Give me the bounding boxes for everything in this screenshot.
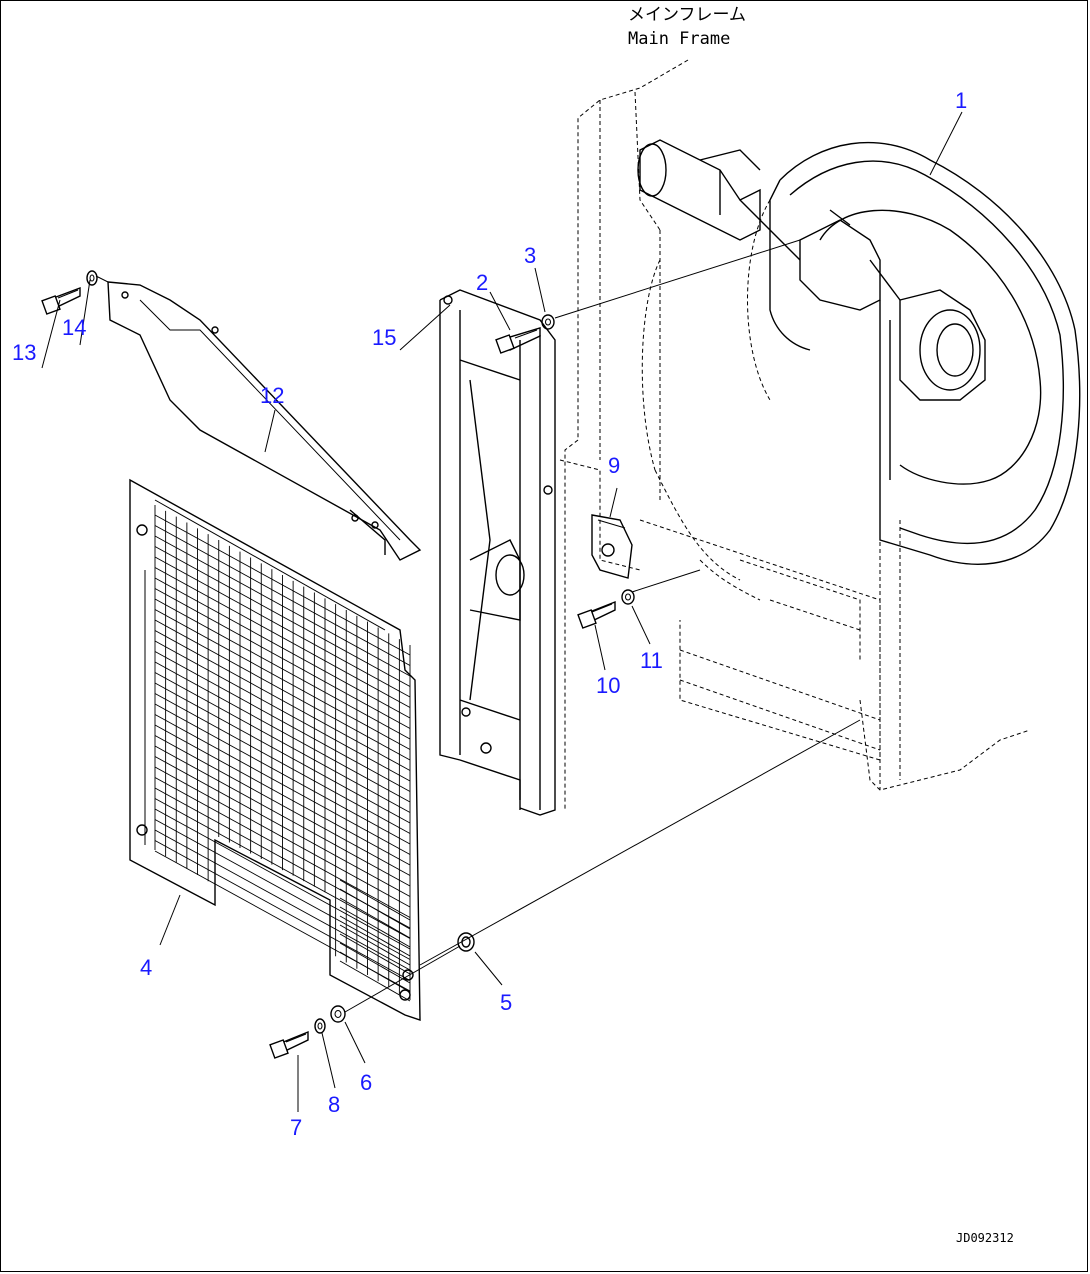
mesh-line xyxy=(339,942,411,984)
mesh-line xyxy=(154,525,411,666)
mesh-line xyxy=(154,745,411,887)
part-9-clip xyxy=(591,514,633,579)
frame-label-en: Main Frame xyxy=(628,29,730,49)
mesh-line xyxy=(154,808,411,950)
callout-14: 14 xyxy=(62,315,86,340)
mesh-line xyxy=(154,735,411,876)
mesh-line xyxy=(339,897,411,939)
mesh-line xyxy=(154,546,411,687)
mesh-line xyxy=(339,906,411,948)
assembly-lines xyxy=(95,239,861,1013)
mesh-line xyxy=(154,640,411,782)
part-11-washer xyxy=(621,589,635,605)
mesh-line xyxy=(154,682,411,824)
mesh-line xyxy=(154,840,411,981)
callouts: 1 2 3 4 5 6 7 8 9 10 11 12 13 14 15 xyxy=(12,88,967,1140)
mesh-line xyxy=(154,630,411,771)
main-frame xyxy=(559,59,1031,810)
mesh-line xyxy=(154,756,411,897)
callout-4: 4 xyxy=(140,955,152,980)
part-3-washer xyxy=(541,314,555,330)
part-1-shroud xyxy=(747,141,1081,565)
callout-1: 1 xyxy=(955,88,967,113)
callout-9: 9 xyxy=(608,453,620,478)
mesh-line xyxy=(154,588,411,729)
mesh-line xyxy=(154,567,411,708)
callout-2: 2 xyxy=(476,270,488,295)
mesh-line xyxy=(154,661,411,803)
callout-10: 10 xyxy=(596,673,620,698)
mesh-line xyxy=(154,714,411,855)
part-12-bracket xyxy=(107,281,422,561)
callout-13: 13 xyxy=(12,340,36,365)
callout-15: 15 xyxy=(372,325,396,350)
mesh-line xyxy=(154,619,411,761)
mesh-line xyxy=(339,924,411,966)
part-8-washer xyxy=(314,1018,326,1034)
mesh-line xyxy=(154,819,411,960)
mesh-line xyxy=(154,609,411,750)
part-4-screen xyxy=(129,478,421,1021)
callout-3: 3 xyxy=(524,243,536,268)
callout-7: 7 xyxy=(290,1115,302,1140)
mesh-line xyxy=(339,915,411,957)
mesh-line xyxy=(154,651,411,792)
mesh-line xyxy=(154,703,411,845)
mesh-line xyxy=(154,535,411,677)
mesh-line xyxy=(154,672,411,813)
part-13-bolt xyxy=(41,286,81,315)
mesh-line xyxy=(154,693,411,834)
mesh-line xyxy=(154,556,411,698)
drawing-code: JD092312 xyxy=(956,1231,1014,1245)
mesh-line xyxy=(154,798,411,939)
mesh-line xyxy=(339,879,411,921)
mesh-line xyxy=(154,514,411,656)
callout-6: 6 xyxy=(360,1070,372,1095)
mesh-line xyxy=(154,829,411,971)
mesh-line xyxy=(339,960,411,1002)
part-15-support xyxy=(439,289,556,816)
part-6-washer xyxy=(330,1005,346,1023)
mesh-line xyxy=(339,888,411,930)
leader-lines xyxy=(41,111,963,1112)
mesh-line xyxy=(154,777,411,918)
mesh-line xyxy=(339,933,411,975)
part-2-bolt xyxy=(495,327,541,354)
screen-mesh xyxy=(154,505,411,1002)
mesh-line xyxy=(154,766,411,908)
frame-label-jp: メインフレーム xyxy=(628,5,746,25)
part-7-bolt xyxy=(269,1030,309,1059)
mesh-line xyxy=(154,577,411,719)
callout-12: 12 xyxy=(260,383,284,408)
mesh-line xyxy=(339,951,411,993)
callout-11: 11 xyxy=(640,648,663,673)
mesh-line xyxy=(154,724,411,866)
callout-5: 5 xyxy=(500,990,512,1015)
part-10-bolt xyxy=(577,600,616,629)
part-14-washer xyxy=(86,270,98,286)
callout-8: 8 xyxy=(328,1092,340,1117)
mesh-line xyxy=(154,598,411,740)
